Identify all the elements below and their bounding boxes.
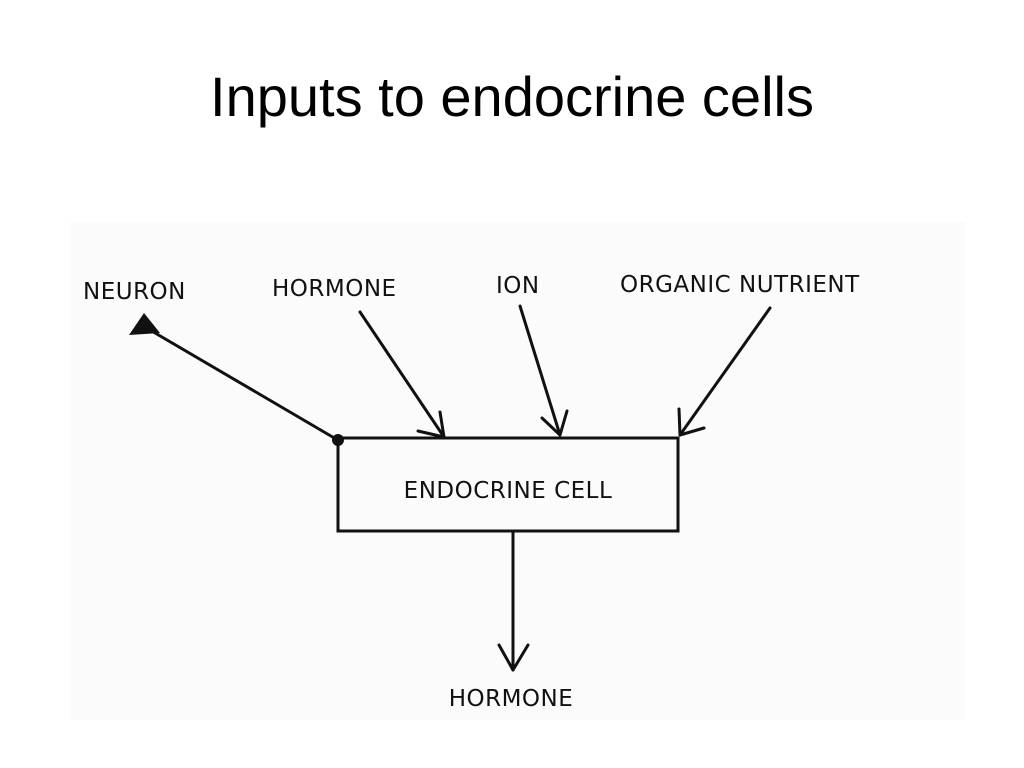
neuron-axon-line xyxy=(148,328,338,441)
ion-input-arrow xyxy=(518,304,562,437)
ion-input-arrowhead xyxy=(540,409,569,437)
label-neuron: NEURON xyxy=(83,279,186,305)
organic-nutrient-input-arrowhead xyxy=(677,407,706,437)
label-hormone-input: HORMONE xyxy=(272,276,397,302)
hormone-input-arrow xyxy=(358,310,446,439)
label-hormone-output: HORMONE xyxy=(449,686,574,712)
diagram-background xyxy=(70,222,965,720)
endocrine-cell-box xyxy=(336,436,680,533)
neuron-triangle-icon xyxy=(129,313,160,335)
endocrine-cell-label: ENDOCRINE CELL xyxy=(404,478,613,504)
page-title: Inputs to endocrine cells xyxy=(210,65,814,128)
label-organic-nutrient: ORGANIC NUTRIENT xyxy=(620,272,860,298)
hormone-output-arrowhead xyxy=(497,643,530,672)
organic-nutrient-input-arrow xyxy=(678,306,772,437)
label-ion: ION xyxy=(496,273,540,299)
